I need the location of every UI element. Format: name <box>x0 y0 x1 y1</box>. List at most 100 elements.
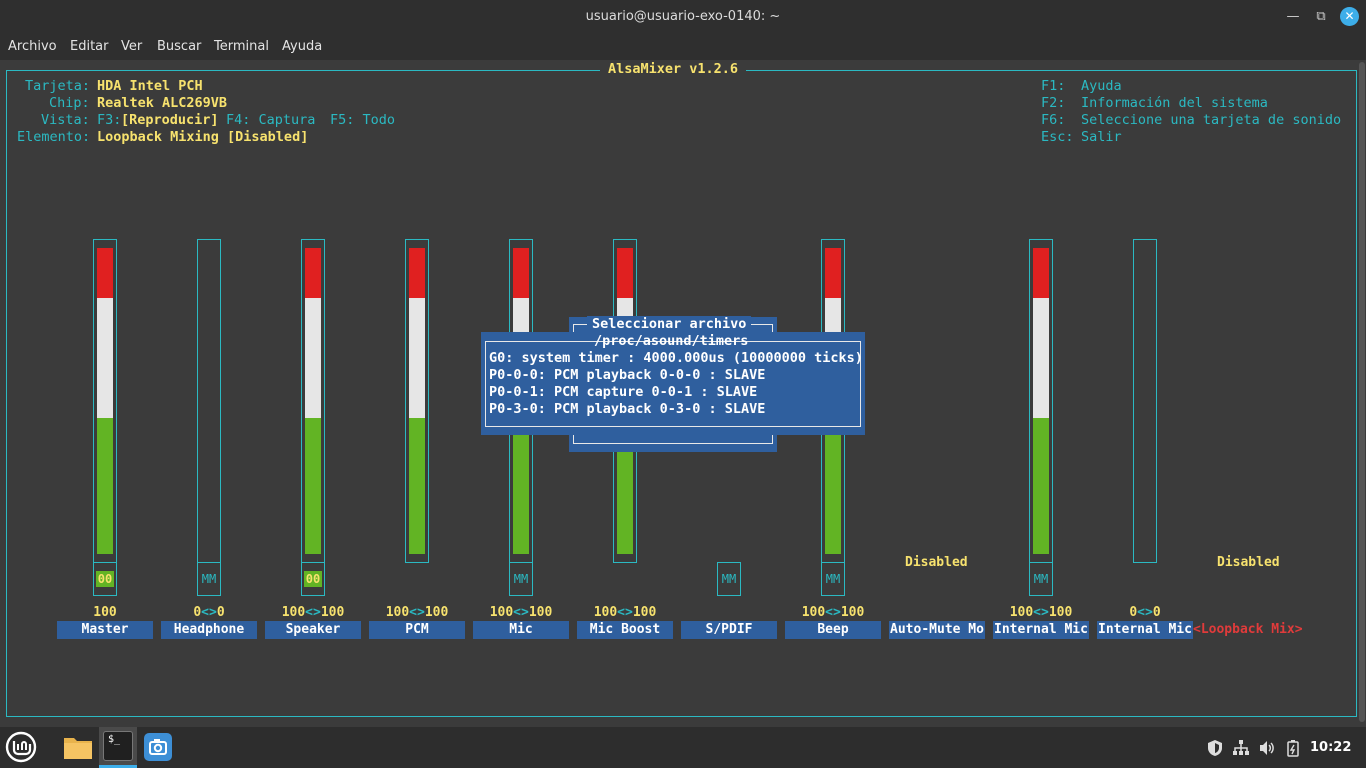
network-icon[interactable] <box>1232 739 1250 761</box>
window-titlebar[interactable]: usuario@usuario-exo-0140: ~ — ⧉ ✕ <box>0 0 1366 34</box>
level-green-segment <box>97 418 113 554</box>
mute-toggle-master[interactable]: 00 <box>93 562 117 596</box>
value-left: 100 <box>489 605 514 620</box>
level-white-segment <box>305 298 321 418</box>
help-text-f2: Información del sistema <box>1081 95 1268 111</box>
value-right: 100 <box>528 605 553 620</box>
value-sep: <> <box>305 605 321 620</box>
channel-value-speaker: 100<>100 <box>265 605 361 620</box>
value-right: 100 <box>632 605 657 620</box>
menu-editar[interactable]: Editar <box>70 39 109 54</box>
menu-buscar[interactable]: Buscar <box>157 39 202 54</box>
channel-value-mic-boost: 100<>100 <box>577 605 673 620</box>
level-red-segment <box>513 248 529 298</box>
channel-label-spdif[interactable]: S/PDIF <box>681 621 777 639</box>
value-left: 100 <box>801 605 826 620</box>
channel-label-mic[interactable]: Mic <box>473 621 569 639</box>
help-key-f6: F6: <box>1041 112 1066 128</box>
channel-value-mic: 100<>100 <box>473 605 569 620</box>
shield-icon[interactable] <box>1206 739 1224 761</box>
mute-toggle-headphone[interactable]: MM <box>197 562 221 596</box>
view-f5[interactable]: F5: Todo <box>330 112 396 128</box>
channel-label-master[interactable]: Master <box>57 621 153 639</box>
mute-state: MM <box>513 572 529 586</box>
channel-value-internal-mic-boost: 0<>0 <box>1097 605 1193 620</box>
mute-toggle-mic[interactable]: MM <box>509 562 533 596</box>
mute-state: 00 <box>96 571 114 587</box>
file-dialog-title: Seleccionar archivo <box>587 316 752 332</box>
loopback-status: Disabled <box>1217 555 1280 570</box>
battery-icon[interactable] <box>1285 739 1301 761</box>
channel-gauge-speaker[interactable] <box>301 239 325 563</box>
channel-value-pcm: 100<>100 <box>369 605 465 620</box>
channel-gauge-internal-mic[interactable] <box>1029 239 1053 563</box>
value-right: 100 <box>1048 605 1073 620</box>
value-sep: <> <box>825 605 841 620</box>
window-title: usuario@usuario-exo-0140: ~ <box>585 9 781 24</box>
channel-value-internal-mic: 100<>100 <box>993 605 1089 620</box>
menu-ver[interactable]: Ver <box>121 39 143 54</box>
level-green-segment <box>825 418 841 554</box>
taskbar-clock[interactable]: 10:22 <box>1310 740 1352 755</box>
mute-state: MM <box>201 572 217 586</box>
level-red-segment <box>97 248 113 298</box>
value-sep: <> <box>1137 605 1153 620</box>
view-f4[interactable]: F4: Captura <box>226 112 316 128</box>
mixer-title: AlsaMixer v1.2.6 <box>600 61 747 77</box>
level-white-segment <box>409 298 425 418</box>
card-label: Tarjeta: <box>25 78 91 94</box>
taskbar <box>0 727 1366 768</box>
mint-menu-icon[interactable] <box>5 731 37 767</box>
channel-gauge-headphone[interactable] <box>197 239 221 563</box>
level-green-segment <box>617 418 633 554</box>
menu-terminal[interactable]: Terminal <box>214 39 269 54</box>
mute-state: MM <box>825 572 841 586</box>
help-key-esc: Esc: <box>1041 129 1074 145</box>
channel-label-beep[interactable]: Beep <box>785 621 881 639</box>
value-sep: <> <box>409 605 425 620</box>
value-left: 100 <box>1009 605 1034 620</box>
scrollbar-thumb[interactable] <box>1359 62 1365 722</box>
channel-value-beep: 100<>100 <box>785 605 881 620</box>
files-folder-icon[interactable] <box>63 733 93 765</box>
mute-toggle-spdif[interactable]: MM <box>717 562 741 596</box>
channel-label-loopback[interactable]: <Loopback Mix> <box>1193 622 1303 637</box>
channel-gauge-master[interactable] <box>93 239 117 563</box>
minimize-icon[interactable]: — <box>1286 9 1300 24</box>
value-right: 100 <box>424 605 449 620</box>
channel-gauge-internal-mic-boost[interactable] <box>1133 239 1157 563</box>
terminal-task-button[interactable]: $_ <box>99 727 137 768</box>
value-right: 100 <box>840 605 865 620</box>
screenshot-app-icon[interactable] <box>144 733 172 761</box>
channel-label-pcm[interactable]: PCM <box>369 621 465 639</box>
channel-label-headphone[interactable]: Headphone <box>161 621 257 639</box>
channel-label-internal-mic[interactable]: Internal Mic <box>993 621 1089 639</box>
maximize-icon[interactable]: ⧉ <box>1316 9 1326 24</box>
level-green-segment <box>409 418 425 554</box>
mute-toggle-beep[interactable]: MM <box>821 562 845 596</box>
menu-ayuda[interactable]: Ayuda <box>282 39 323 54</box>
menu-archivo[interactable]: Archivo <box>8 39 57 54</box>
level-red-segment <box>1033 248 1049 298</box>
mute-state: 00 <box>304 571 322 587</box>
file-line-2: P0-0-0: PCM playback 0-0-0 : SLAVE <box>489 367 766 383</box>
value-left: 0 <box>193 605 202 620</box>
volume-icon[interactable] <box>1258 739 1276 761</box>
file-dialog[interactable] <box>481 332 865 435</box>
channel-label-speaker[interactable]: Speaker <box>265 621 361 639</box>
value-left: 100 <box>593 605 618 620</box>
channel-label-auto-mute[interactable]: Auto-Mute Mo <box>889 621 985 639</box>
view-f3[interactable]: F3: <box>97 112 122 128</box>
mute-toggle-speaker[interactable]: 00 <box>301 562 325 596</box>
channel-value-master: 100 <box>57 605 153 620</box>
file-dialog-path: /proc/asound/timers <box>594 333 749 349</box>
close-icon[interactable]: ✕ <box>1340 7 1359 26</box>
channel-label-internal-mic-boost[interactable]: Internal Mic <box>1097 621 1193 639</box>
mute-toggle-internal-mic[interactable]: MM <box>1029 562 1053 596</box>
view-f3-value[interactable]: [Reproducir] <box>121 112 219 128</box>
value-left: 100 <box>281 605 306 620</box>
help-key-f1: F1: <box>1041 78 1066 94</box>
channel-label-mic-boost[interactable]: Mic Boost <box>577 621 673 639</box>
menubar: Archivo Editar Ver Buscar Terminal Ayuda <box>0 34 1366 60</box>
channel-gauge-pcm[interactable] <box>405 239 429 563</box>
